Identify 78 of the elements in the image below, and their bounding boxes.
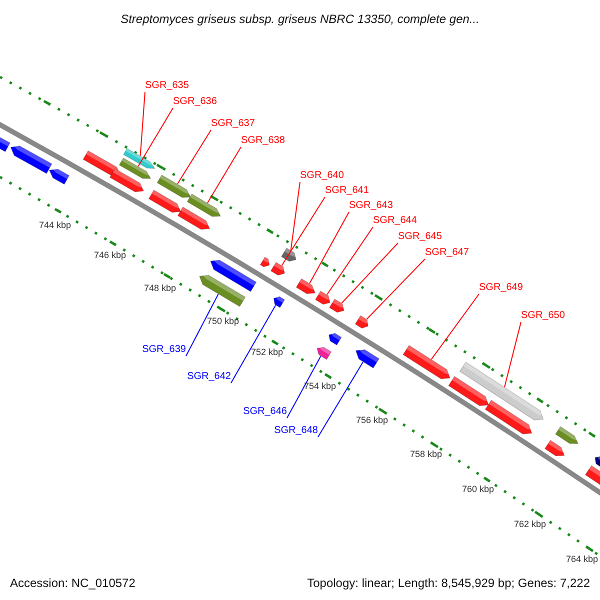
leader-line: [286, 356, 322, 418]
scale-label: 764 kbp: [564, 554, 600, 565]
map-title: Streptomyces griseus subsp. griseus NBRC 13350, complete gen...: [120, 12, 480, 26]
gene-feature: [273, 296, 286, 308]
gene-feature: [594, 455, 600, 468]
gene-label: SGR_648: [274, 425, 318, 437]
gene-label: SGR_650: [521, 310, 565, 322]
scale-label: 746 kbp: [92, 250, 128, 261]
gene-feature: [177, 206, 212, 230]
gene-label: SGR_636: [173, 96, 217, 108]
gene-label: SGR_640: [300, 170, 344, 182]
gene-feature: [354, 315, 370, 329]
scale-label: 758 kbp: [408, 449, 444, 460]
gene-feature: [484, 400, 534, 434]
gene-label: SGR_649: [479, 282, 523, 294]
gene-feature: [316, 346, 332, 360]
gene-feature: [584, 465, 600, 487]
gene-feature: [156, 174, 192, 198]
gene-feature: [355, 348, 380, 368]
gene-feature: [296, 278, 317, 294]
gene-label: SGR_646: [243, 406, 287, 418]
gene-label: SGR_644: [373, 215, 417, 227]
leader-line: [504, 322, 522, 388]
gene-feature: [459, 362, 545, 420]
gene-label: SGR_645: [398, 231, 442, 243]
gene-label: SGR_642: [187, 371, 231, 383]
leader-line: [318, 362, 364, 438]
footer-text: Accession: NC_010572: [10, 576, 136, 590]
scale-label: 744 kbp: [38, 220, 72, 231]
gene-feature: [315, 290, 332, 305]
leader-line: [177, 130, 212, 184]
leader-line: [341, 242, 398, 304]
gene-feature: [210, 258, 257, 292]
gene-label: SGR_638: [241, 135, 285, 147]
gene-feature: [544, 440, 566, 456]
gene-feature: [186, 194, 222, 217]
gene-label: SGR_647: [425, 247, 469, 259]
gene-feature: [402, 344, 452, 380]
leader-line: [290, 182, 300, 251]
gene-feature: [0, 134, 10, 152]
leader-line: [281, 196, 326, 266]
gene-label: SGR_641: [325, 185, 369, 197]
scale-label: 750 kbp: [206, 316, 240, 327]
gene-feature: [48, 167, 70, 185]
scale-label: 748 kbp: [142, 283, 178, 294]
leader-line: [186, 294, 219, 356]
footer-text: Topology: linear; Length: 8,545,929 bp; Genes: 7,222: [307, 576, 590, 590]
scale-label: 756 kbp: [354, 415, 390, 426]
leader-line: [366, 258, 426, 320]
gene-feature: [281, 248, 298, 262]
leader-line: [230, 304, 276, 384]
gene-feature: [329, 298, 346, 313]
gene-feature: [10, 144, 52, 174]
gene-feature: [328, 332, 342, 346]
scale-label: 754 kbp: [302, 381, 338, 392]
leader-line: [430, 294, 480, 360]
gene-label: SGR_643: [349, 200, 393, 212]
gene-feature: [118, 158, 152, 179]
leader-line: [140, 92, 146, 156]
gene-feature: [123, 148, 156, 169]
gene-label: SGR_637: [211, 118, 255, 130]
gene-feature: [555, 426, 580, 444]
gene-feature: [448, 376, 490, 406]
leader-line: [207, 146, 242, 204]
leader-line: [326, 226, 374, 296]
gene-feature: [82, 150, 122, 176]
gene-feature: [148, 190, 182, 213]
gene-label: SGR_635: [145, 80, 189, 92]
gene-label: SGR_639: [142, 344, 186, 356]
gene-feature: [110, 168, 146, 192]
leader-line: [138, 108, 174, 167]
scale-label: 762 kbp: [512, 519, 548, 530]
gene-feature: [270, 262, 286, 276]
gene-feature: [199, 273, 246, 307]
leader-line: [309, 212, 350, 284]
scale-label: 760 kbp: [460, 484, 496, 495]
gene-feature: [260, 256, 271, 268]
scale-label: 752 kbp: [250, 347, 284, 358]
